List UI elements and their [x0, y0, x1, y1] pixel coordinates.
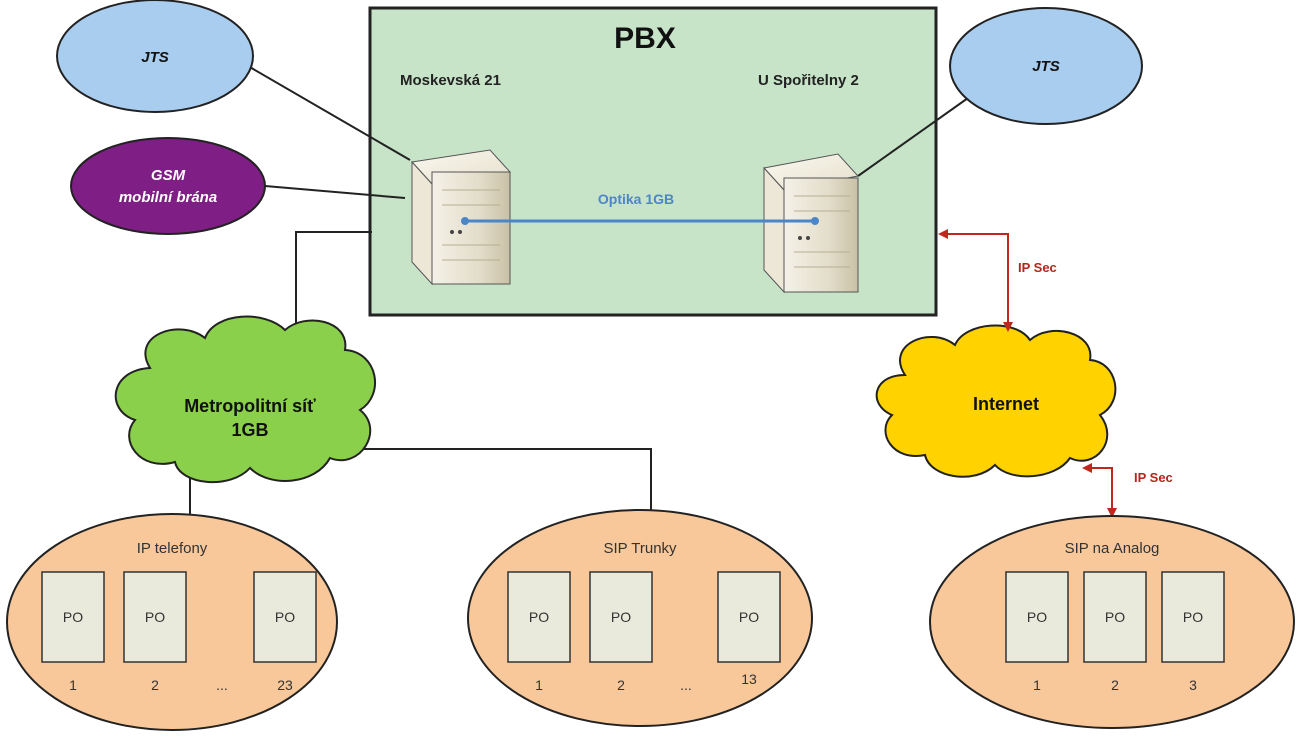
phone-device: PO 2 — [589, 571, 653, 693]
phone-device: PO 3 — [1161, 571, 1225, 693]
ellipsis: ... — [216, 677, 228, 693]
server-left-icon — [411, 149, 511, 286]
phone-number: 2 — [1111, 677, 1119, 693]
fiber-link: Optika 1GB — [461, 191, 819, 225]
connector-lines — [189, 65, 969, 514]
jts-right-node: JTS — [949, 7, 1143, 125]
gsm-label-line2: mobilní brána — [119, 189, 217, 206]
phone-label: PO — [739, 609, 759, 625]
group-sip-analog: SIP na Analog PO 1 PO 2 PO 3 — [929, 515, 1295, 729]
phone-number: 1 — [69, 677, 77, 693]
ellipsis: ... — [680, 677, 692, 693]
phone-number: 3 — [1189, 677, 1197, 693]
ipsec-link-top: IP Sec — [938, 229, 1057, 332]
ipsec-link-bottom: IP Sec — [1082, 463, 1173, 518]
gsm-label-line1: GSM — [151, 167, 186, 184]
server-right-icon — [763, 153, 859, 294]
group-sip-trunks: SIP Trunky PO 1 PO 2 ... PO 13 — [467, 509, 813, 727]
jts-right-label: JTS — [1032, 58, 1060, 75]
phone-number: 1 — [535, 677, 543, 693]
internet-cloud: Internet — [875, 324, 1117, 478]
phone-device: PO 2 — [1083, 571, 1147, 693]
jts-left-node: JTS — [56, 0, 254, 113]
phone-label: PO — [529, 609, 549, 625]
phone-device: PO 23 — [253, 571, 317, 693]
phone-label: PO — [275, 609, 295, 625]
group-title: SIP na Analog — [1065, 540, 1160, 557]
metro-network-cloud: Metropolitní síť 1GB — [114, 315, 376, 484]
metro-label-line2: 1GB — [231, 420, 268, 440]
phone-label: PO — [1183, 609, 1203, 625]
group-ip-phones: IP telefony PO 1 PO 2 ... PO 23 — [6, 513, 338, 731]
metro-label-line1: Metropolitní síť — [184, 396, 316, 416]
phone-label: PO — [145, 609, 165, 625]
phone-device: PO 1 — [507, 571, 571, 693]
phone-number: 2 — [151, 677, 159, 693]
group-title: SIP Trunky — [603, 540, 677, 557]
site-left-label: Moskevská 21 — [400, 72, 501, 89]
gsm-gateway-node: GSM mobilní brána — [70, 137, 266, 235]
phone-number: 13 — [741, 671, 757, 687]
phone-device: PO 1 — [41, 571, 105, 693]
pbx-title: PBX — [614, 22, 676, 55]
phone-number: 23 — [277, 677, 293, 693]
ipsec-top-label: IP Sec — [1018, 260, 1057, 275]
phone-number: 1 — [1033, 677, 1041, 693]
group-title: IP telefony — [137, 540, 208, 557]
phone-label: PO — [1105, 609, 1125, 625]
fiber-link-label: Optika 1GB — [598, 191, 674, 207]
phone-number: 2 — [617, 677, 625, 693]
phone-device: PO 1 — [1005, 571, 1069, 693]
phone-label: PO — [63, 609, 83, 625]
site-right-label: U Spořitelny 2 — [758, 72, 859, 89]
ipsec-bottom-label: IP Sec — [1134, 470, 1173, 485]
phone-device: PO 13 — [717, 571, 781, 687]
phone-device: PO 2 — [123, 571, 187, 693]
phone-label: PO — [611, 609, 631, 625]
phone-label: PO — [1027, 609, 1047, 625]
jts-left-label: JTS — [141, 49, 169, 66]
internet-label: Internet — [973, 394, 1039, 414]
